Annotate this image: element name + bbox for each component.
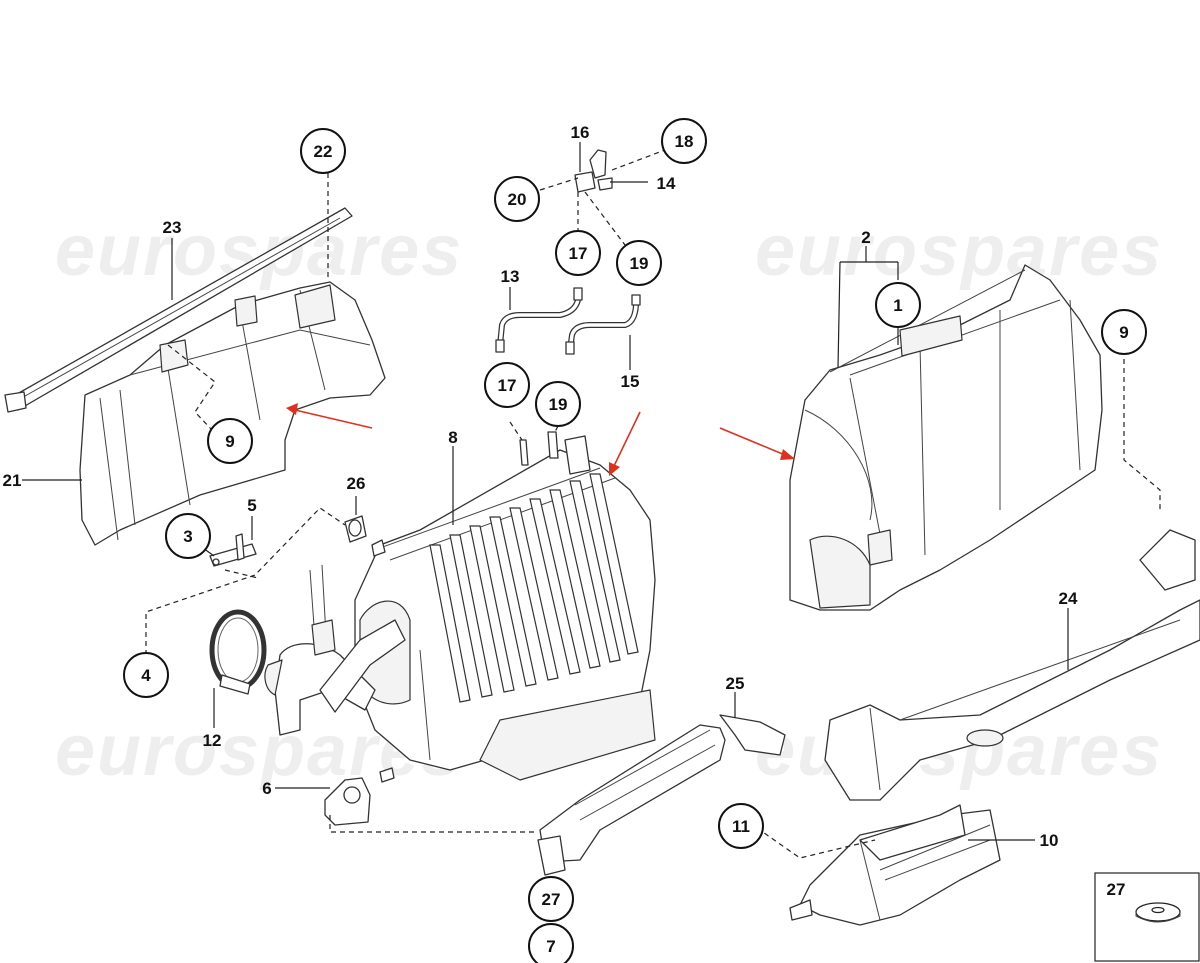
callout-22[interactable]: 22	[300, 128, 346, 174]
part-25-bracket	[537, 714, 786, 876]
part-6-mount	[324, 767, 395, 826]
part-12-clamp	[209, 609, 267, 695]
callout-1-text: 1	[893, 296, 902, 315]
part-2-right-heat-shield	[789, 264, 1103, 611]
callout-19-bottom[interactable]: 19	[535, 381, 581, 427]
inset-27[interactable]: 27	[1094, 872, 1200, 962]
label-13: 13	[501, 267, 520, 286]
label-6: 6	[262, 779, 271, 798]
callout-9-right-text: 9	[1119, 323, 1128, 342]
callout-22-text: 22	[314, 142, 333, 161]
callout-11[interactable]: 11	[718, 803, 764, 849]
label-25: 25	[726, 674, 745, 693]
watermark-top-right: eurospares	[755, 211, 1163, 291]
callout-9-left-text: 9	[225, 432, 234, 451]
label-21: 21	[3, 471, 22, 490]
callout-9-left[interactable]: 9	[207, 418, 253, 464]
label-5: 5	[247, 496, 256, 515]
callout-4[interactable]: 4	[123, 652, 169, 698]
callout-7-text: 7	[546, 937, 555, 956]
label-26: 26	[347, 474, 366, 493]
callout-17-top-text: 17	[569, 244, 588, 263]
part-21-left-heat-shield	[79, 281, 386, 546]
red-arrows	[286, 403, 795, 476]
label-24: 24	[1059, 589, 1078, 608]
hose-group	[495, 287, 641, 355]
label-8: 8	[448, 428, 457, 447]
label-14: 14	[657, 174, 676, 193]
callout-17-bottom[interactable]: 17	[484, 362, 530, 408]
callout-27-text: 27	[542, 890, 561, 909]
callout-27[interactable]: 27	[528, 876, 574, 922]
callout-9-right[interactable]: 9	[1101, 309, 1147, 355]
part-5-bracket	[209, 533, 257, 567]
label-10: 10	[1040, 831, 1059, 850]
callout-19-bottom-text: 19	[549, 395, 568, 414]
callout-18-text: 18	[675, 132, 694, 151]
inset-27-text: 27	[1107, 880, 1126, 899]
callout-20[interactable]: 20	[494, 176, 540, 222]
part-24-bracket	[824, 529, 1200, 801]
callout-7[interactable]: 7	[528, 923, 574, 963]
watermark-top-left: eurospares	[55, 211, 463, 291]
part-26-spacer	[344, 515, 386, 557]
callout-20-text: 20	[508, 190, 527, 209]
label-16: 16	[571, 123, 590, 142]
callout-19-top[interactable]: 19	[616, 240, 662, 286]
callout-17-top[interactable]: 17	[555, 230, 601, 276]
label-12: 12	[203, 731, 222, 750]
label-2: 2	[861, 228, 870, 247]
part-10-bracket	[789, 804, 1001, 926]
callout-3[interactable]: 3	[165, 513, 211, 559]
callout-19-top-text: 19	[630, 254, 649, 273]
part-8-silencer	[264, 431, 656, 781]
connector-lines	[145, 149, 1161, 859]
callout-4-text: 4	[141, 666, 151, 685]
callout-17-bottom-text: 17	[498, 376, 517, 395]
label-23: 23	[163, 218, 182, 237]
label-15: 15	[621, 372, 640, 391]
callout-11-text: 11	[732, 817, 750, 836]
callout-1[interactable]: 1	[875, 282, 921, 328]
callout-3-text: 3	[183, 527, 192, 546]
part-23-rail	[4, 207, 353, 413]
callout-18[interactable]: 18	[661, 118, 707, 164]
valve-group	[574, 149, 613, 193]
